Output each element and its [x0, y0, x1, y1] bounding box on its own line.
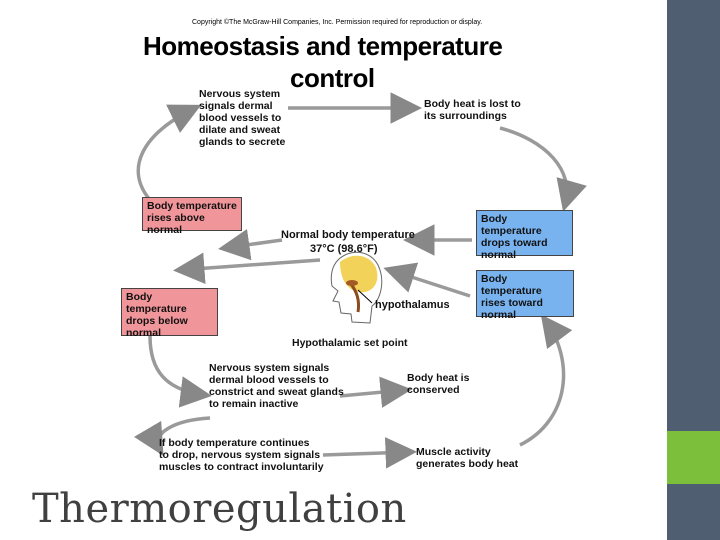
label-dilate-sweat: Nervous system signals dermal blood vess… [199, 88, 286, 148]
label-set-point: Hypothalamic set point [292, 337, 408, 349]
label-normal-temp: Normal body temperature [281, 229, 415, 241]
arrow-constrict-to-conserved [339, 376, 412, 408]
label-continues-drop: If body temperature continues to drop, n… [159, 437, 324, 473]
diagram-heading-line1: Homeostasis and temperature [143, 31, 503, 61]
arrow-muscle-to-rises-toward [519, 314, 573, 447]
box-rises-toward-normal: Body temperature rises toward normal [476, 270, 574, 321]
label-normal-temp-value: 37°C (98.6°F) [310, 243, 378, 255]
arrow-heat-lost-to-drops-toward [499, 126, 587, 212]
label-muscle-activity: Muscle activity generates body heat [416, 446, 519, 470]
slide-title: Thermoregulation [32, 486, 407, 532]
head-illustration [330, 251, 383, 324]
arrow-continues-to-muscle [322, 437, 417, 469]
label-hypothalamus: hypothalamus [375, 299, 450, 311]
arrow-constrict-to-continues [134, 416, 211, 457]
accent-square [667, 431, 720, 484]
box-rises-above-normal: Body temperature rises above normal [142, 197, 242, 236]
box-drops-below-normal: Body temperature drops below normal [121, 288, 218, 339]
label-heat-conserved: Body heat is conserved [407, 372, 470, 396]
copyright-notice: Copyright ©The McGraw-Hill Companies, In… [192, 19, 483, 26]
arrow-normal-to-drops-below [173, 252, 321, 284]
label-heat-lost: Body heat is lost to its surroundings [424, 98, 521, 122]
label-constrict: Nervous system signals dermal blood vess… [209, 362, 344, 410]
arrow-rises-above-to-dilate [136, 104, 202, 202]
arrow-normal-to-rises-above [218, 228, 283, 261]
diagram-heading-line2: control [290, 63, 375, 93]
arrow-drops-below-to-constrict [148, 335, 212, 408]
arrow-rises-toward-to-hypothalamus [383, 262, 471, 298]
box-drops-toward-normal: Body temperature drops toward normal [476, 210, 573, 261]
